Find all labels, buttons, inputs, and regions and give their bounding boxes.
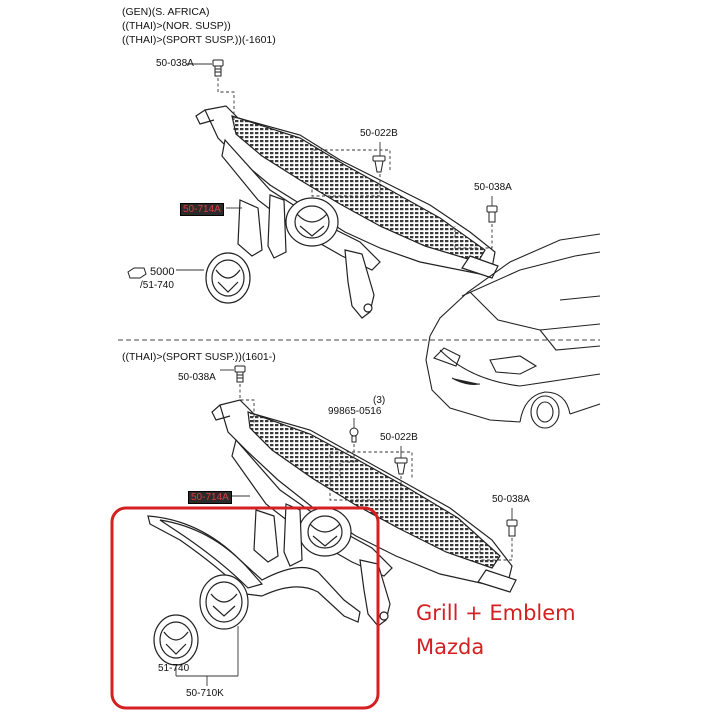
bottom-label-screw: 99865-0516	[328, 406, 382, 417]
top-solid-leaders	[176, 63, 493, 271]
top-header-line-3: ((THAI)>(SPORT SUSP.))(-1601)	[122, 34, 276, 46]
bottom-solid-leaders	[220, 369, 513, 520]
emblem-ref-icon	[127, 267, 147, 279]
top-label-emblem-part: /51-740	[140, 280, 174, 291]
top-grille-drawing	[195, 105, 499, 319]
top-label-bolt-left: 50-038A	[156, 58, 194, 69]
bottom-bolt-right	[506, 519, 518, 537]
top-bolt-right	[486, 205, 498, 223]
bottom-label-bolt-right: 50-038A	[492, 494, 530, 505]
highlight-box	[110, 506, 380, 710]
car-drawing	[425, 233, 601, 429]
bottom-grille-drawing	[211, 399, 517, 627]
top-label-emblem-ref: 5000	[150, 266, 175, 278]
top-header-line-1: (GEN)(S. AFRICA)	[122, 6, 210, 18]
bottom-label-grille: 50-714A	[188, 491, 232, 504]
bottom-emblem-drawing-back	[153, 614, 199, 666]
top-header-line-2: ((THAI)>(NOR. SUSP))	[122, 20, 231, 32]
top-label-clip-mid: 50-022B	[360, 128, 398, 139]
bottom-bolt-left	[234, 365, 246, 383]
top-label-grille: 50-714A	[180, 203, 224, 216]
bottom-emblem-drawing-front	[199, 574, 249, 630]
bottom-label-screw-qty: (3)	[373, 395, 386, 406]
bottom-label-assembly: 50-710K	[186, 688, 224, 699]
bottom-label-bolt-left: 50-038A	[178, 372, 216, 383]
garnish-drawing	[147, 515, 361, 623]
bottom-assembly-leaders	[175, 626, 239, 686]
top-bolt-left	[212, 59, 224, 77]
annotation-line-1: Grill + Emblem	[416, 601, 576, 625]
bottom-screw	[349, 427, 359, 443]
annotation-line-2: Mazda	[416, 635, 485, 659]
bottom-clip-mid	[394, 457, 408, 475]
top-clip-mid	[372, 155, 386, 173]
bottom-header: ((THAI)>(SPORT SUSP.))(1601-)	[122, 351, 276, 363]
bottom-label-clip-mid: 50-022B	[380, 432, 418, 443]
top-label-bolt-right: 50-038A	[474, 182, 512, 193]
bottom-label-emblem: 51-740	[158, 663, 190, 674]
bottom-leaders	[239, 384, 513, 561]
top-emblem-drawing	[205, 252, 251, 304]
top-leaders	[217, 78, 493, 249]
